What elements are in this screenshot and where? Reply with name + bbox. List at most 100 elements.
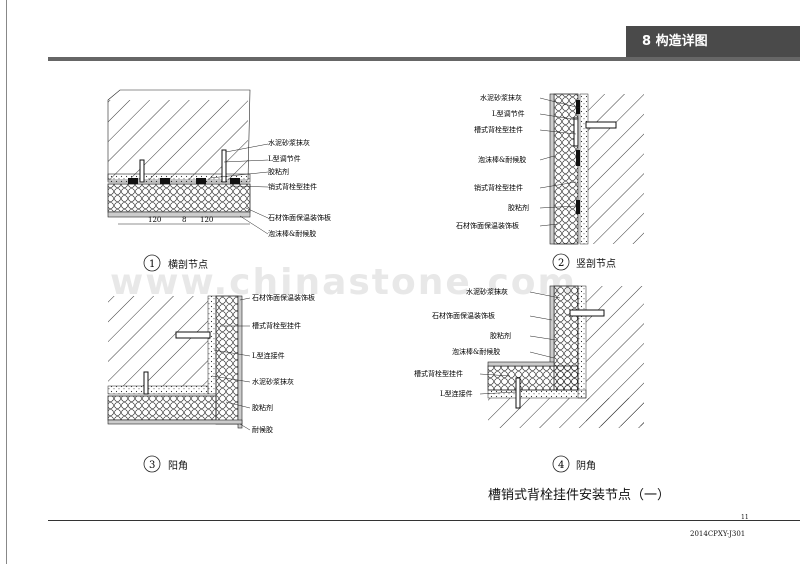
label: 泡沫棒&耐候胶	[268, 229, 316, 238]
page-number: 11	[741, 514, 749, 521]
stone-face	[487, 361, 555, 367]
adhesive	[230, 178, 240, 184]
label: 泡沫棒&耐候胶	[452, 347, 500, 356]
stone-insulation-board	[215, 295, 239, 425]
wall-break-edge	[107, 89, 251, 181]
drawing-code: 2014CPXY-J301	[690, 530, 746, 538]
adhesive	[196, 178, 206, 184]
detail-4-drawing: 水泥砂浆抹灰 石材饰面保温装饰板 胶粘剂 泡沫棒&耐候胶 槽式背栓型挂件 L型连…	[414, 285, 644, 428]
page-border	[6, 0, 7, 564]
label: 石材饰面保温装饰板	[268, 213, 331, 222]
leader-line	[213, 349, 251, 357]
label: 胶粘剂	[490, 331, 511, 340]
svg-text:1: 1	[149, 259, 155, 270]
stone-insulation-board	[107, 183, 251, 213]
label: 销式背栓型挂件	[268, 182, 317, 191]
leader-line	[229, 185, 269, 188]
label: 槽式背栓型挂件	[474, 125, 523, 134]
leader-line	[539, 155, 555, 161]
stone-face	[237, 295, 243, 429]
mortar-layer	[579, 93, 589, 245]
leader-line	[539, 129, 577, 135]
label: 槽式背栓型挂件	[252, 321, 301, 330]
leader-line	[209, 171, 269, 179]
detail-3-caption: 阳角	[168, 461, 188, 472]
detail-3-drawing: 石材饰面保温装饰板 槽式背栓型挂件 L型连接件 水泥砂浆抹灰 胶粘剂 耐候胶	[107, 293, 315, 434]
wall-hatch	[488, 398, 644, 428]
leader-line	[479, 373, 511, 377]
header-rule	[48, 57, 800, 61]
leader-line	[223, 159, 269, 163]
label: 水泥砂浆抹灰	[466, 287, 508, 296]
wall-hatch	[588, 94, 644, 244]
label: 石材饰面保温装饰板	[252, 293, 315, 302]
leader-line	[225, 143, 269, 153]
mortar-layer	[577, 285, 587, 399]
label: 石材饰面保温装饰板	[432, 311, 495, 320]
anchor-bolt	[175, 331, 211, 339]
leader-line	[529, 351, 555, 359]
detail-4-number: 4	[552, 455, 570, 473]
detail-2-number: 2	[552, 253, 570, 271]
footer-rule	[48, 520, 800, 521]
label: 水泥砂浆抹灰	[480, 93, 522, 102]
adhesive	[576, 100, 580, 114]
dim-label: 120	[200, 216, 213, 224]
stone-insulation-board	[553, 93, 579, 245]
leader-line	[529, 291, 561, 299]
dim-label: 120	[148, 216, 161, 224]
l-bracket	[573, 117, 579, 147]
svg-text:2: 2	[558, 258, 564, 269]
stone-face	[107, 419, 243, 425]
leader-line	[225, 401, 251, 409]
leader-line	[239, 423, 251, 431]
anchor-bolt	[585, 121, 617, 129]
l-bracket	[143, 371, 149, 395]
drawing-title: 槽销式背栓挂件安装节点（一）	[488, 488, 671, 503]
adhesive	[576, 200, 580, 214]
label: 槽式背栓型挂件	[414, 369, 463, 378]
leader-line	[539, 113, 579, 121]
label: 销式背栓型挂件	[474, 183, 523, 192]
leader-line	[479, 391, 517, 395]
detail-4-caption: 阴角	[576, 461, 596, 472]
mortar-layer	[107, 173, 251, 183]
detail-3-number: 3	[143, 455, 161, 473]
adhesive	[576, 150, 580, 166]
detail-1-caption: 横剖节点	[168, 260, 208, 271]
leader-line	[245, 207, 269, 219]
section-header: 8 构造详图	[626, 26, 800, 57]
wall-hatch	[108, 100, 248, 180]
label: L型连接件	[440, 389, 473, 398]
label: L型连接件	[252, 351, 285, 360]
detail-2-caption: 竖剖节点	[576, 259, 616, 270]
label: 胶粘剂	[252, 403, 273, 412]
adhesive	[128, 178, 138, 184]
label: 水泥砂浆抹灰	[252, 377, 294, 386]
mortar-layer	[207, 295, 217, 395]
l-bracket	[221, 149, 227, 183]
leader-line	[239, 297, 251, 301]
label: 石材饰面保温装饰板	[456, 221, 519, 230]
label: 胶粘剂	[508, 203, 529, 212]
leader-line	[539, 205, 577, 209]
leader-line	[539, 223, 559, 227]
anchor-bolt	[569, 309, 605, 317]
leader-line	[539, 181, 577, 189]
leader-line	[529, 335, 557, 341]
label: 泡沫棒&耐候胶	[478, 155, 526, 164]
stone-insulation-board	[107, 395, 217, 421]
dim-label: 8	[182, 216, 186, 224]
svg-text:3: 3	[149, 460, 155, 471]
label: 耐候胶	[252, 425, 273, 434]
svg-text:4: 4	[558, 460, 564, 471]
stone-face	[549, 93, 555, 245]
label: L型调节件	[492, 109, 525, 118]
detail-1-drawing: 120 8 120 水泥砂浆抹灰 L型调节件 胶粘剂 销式背栓型挂件 石材饰面保…	[107, 89, 331, 238]
wall-hatch	[108, 296, 208, 386]
stone-face	[107, 211, 251, 218]
leader-line	[239, 215, 269, 235]
label: 水泥砂浆抹灰	[268, 138, 310, 147]
l-bracket	[139, 159, 145, 183]
detail-2-drawing: 水泥砂浆抹灰 L型调节件 槽式背栓型挂件 泡沫棒&耐候胶 销式背栓型挂件 胶粘剂…	[456, 93, 644, 245]
